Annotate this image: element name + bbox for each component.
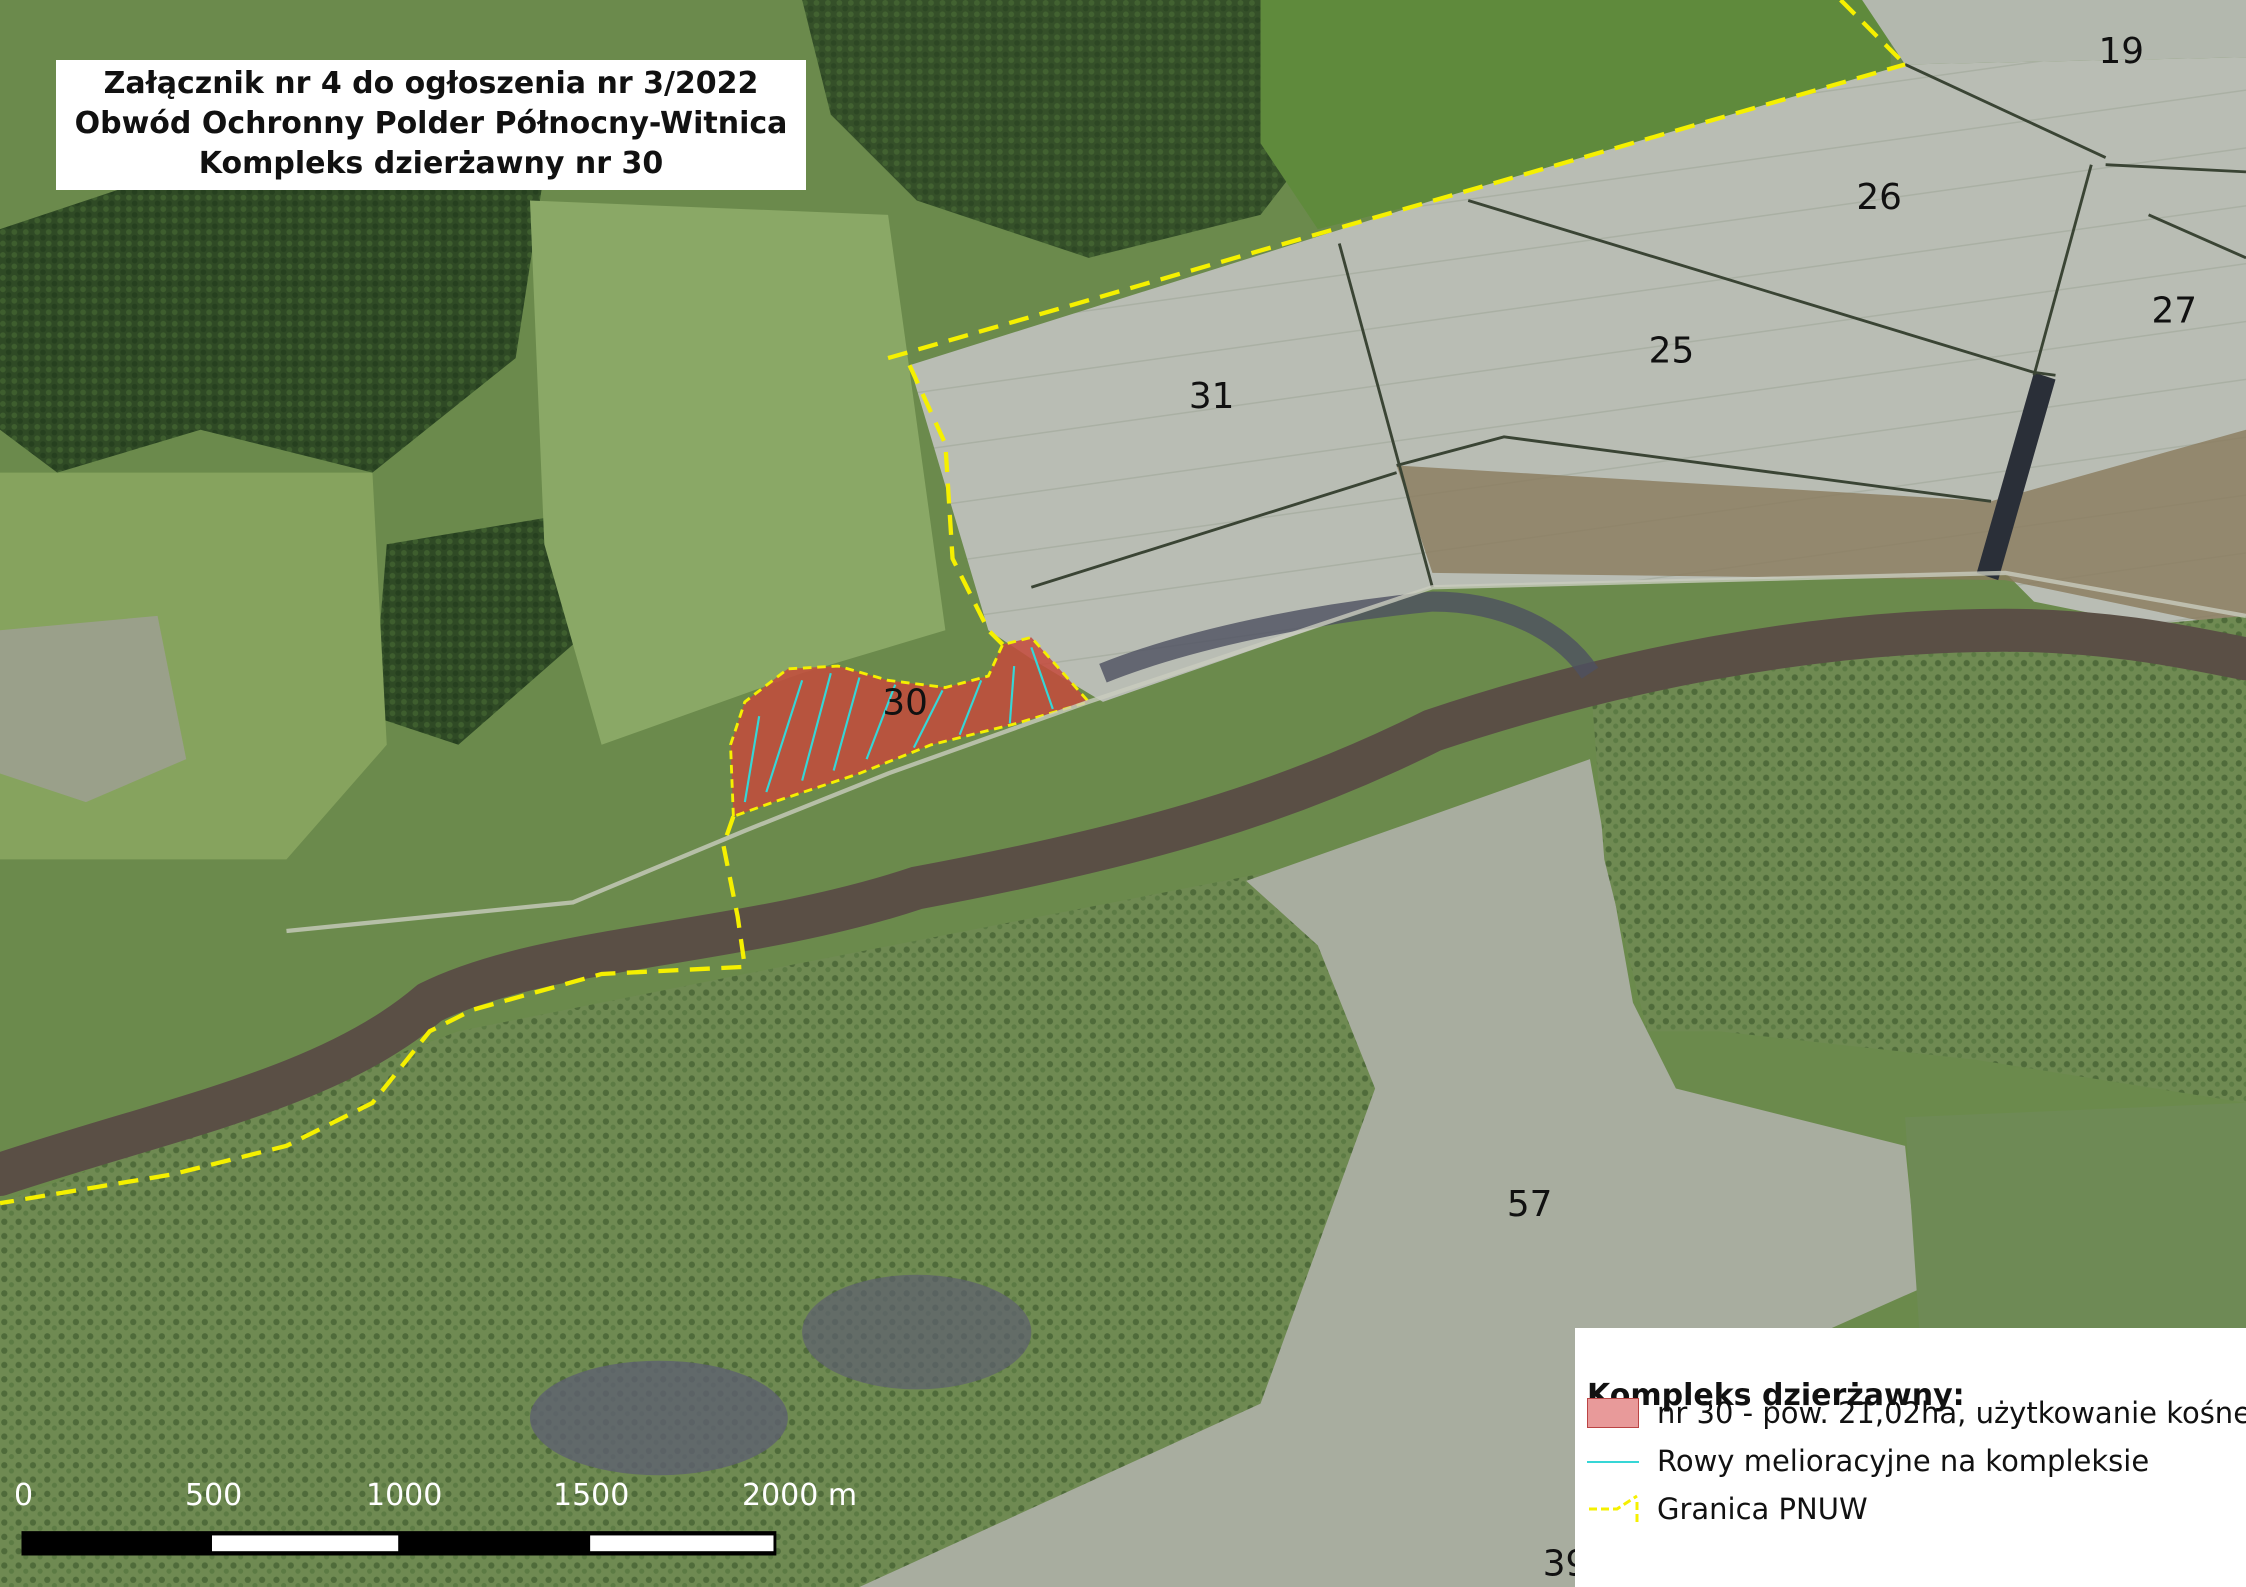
label-parcel-57: 57 <box>1507 1184 1553 1225</box>
legend-item-boundary: Granica PNUW <box>1587 1492 1868 1526</box>
scale-label-1500: 1500 <box>553 1478 630 1513</box>
wetland-south-east <box>1905 1102 2246 1333</box>
boundary-pnuw <box>0 0 1907 1206</box>
village <box>0 615 187 803</box>
polder-57 <box>859 759 1920 1587</box>
label-parcel-27: 27 <box>2151 290 2197 331</box>
ditches-parcel-30 <box>743 647 1054 803</box>
drainage-channel <box>1976 372 2056 581</box>
legend-item-ditches: Rowy melioracyjne na kompleksie <box>1587 1444 2149 1478</box>
north-green-fields <box>1260 0 1891 230</box>
lake-south-2 <box>802 1274 1032 1390</box>
lake-south <box>529 1360 788 1476</box>
polder-complex-north-top <box>1862 0 2246 65</box>
legend-label-parcel: nr 30 - pow. 21,02ha, użytkowanie kośne <box>1657 1396 2246 1430</box>
river <box>0 608 2246 1196</box>
legend-symbol-ditch-line <box>1587 1446 1639 1476</box>
title-line-2: Obwód Ochronny Polder Północny-Witnica <box>74 106 788 141</box>
map-legend: Kompleks dzierżawny: nr 30 - pow. 21,02h… <box>1575 1328 2246 1587</box>
legend-label-ditches: Rowy melioracyjne na kompleksie <box>1657 1444 2150 1478</box>
parcel-30[interactable] <box>729 635 1092 819</box>
parcel-boundaries <box>1030 63 2246 589</box>
legend-label-boundary: Granica PNUW <box>1657 1492 1868 1526</box>
label-parcel-26: 26 <box>1856 177 1902 218</box>
fields-centre <box>529 200 946 745</box>
old-river-arm <box>1099 591 1599 683</box>
title-line-1: Załącznik nr 4 do ogłoszenia nr 3/2022 <box>103 66 759 101</box>
forest-north <box>802 0 1361 258</box>
scale-bar <box>21 1531 777 1556</box>
scale-label-2000: 2000 m <box>742 1478 858 1513</box>
label-parcel-19: 19 <box>2098 31 2144 72</box>
legend-title: Kompleks dzierżawny: <box>1587 1378 1965 1413</box>
map-title: Załącznik nr 4 do ogłoszenia nr 3/2022 O… <box>56 60 806 190</box>
scale-label-500: 500 <box>185 1478 243 1513</box>
label-parcel-31: 31 <box>1189 376 1235 417</box>
legend-symbol-boundary-dashed <box>1587 1494 1639 1524</box>
scale-label-0: 0 <box>14 1478 34 1513</box>
forest-west-strip <box>372 515 573 745</box>
forest-south-east <box>1589 615 2246 1103</box>
legend-symbol-fill <box>1587 1398 1639 1428</box>
label-parcel-30: 30 <box>882 683 928 724</box>
label-parcel-25: 25 <box>1649 330 1695 371</box>
wetland-south-west <box>0 873 1404 1587</box>
legend-item-parcel: nr 30 - pow. 21,02ha, użytkowanie kośne <box>1587 1396 2246 1430</box>
road-dyke <box>286 570 2246 934</box>
scale-label-1000: 1000 <box>366 1478 443 1513</box>
title-line-3: Kompleks dzierżawny nr 30 <box>198 146 664 181</box>
